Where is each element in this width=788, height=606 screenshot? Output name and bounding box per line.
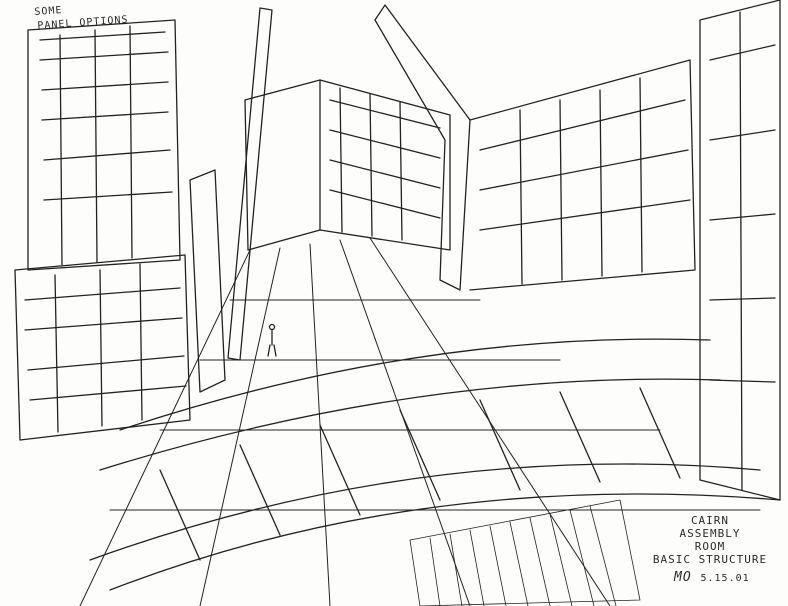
- title-caption: CAIRN ASSEMBLY ROOM BASIC STRUCTURE: [650, 514, 770, 566]
- caption-line-1: CAIRN: [690, 514, 730, 527]
- signature-name: Mo: [674, 570, 692, 585]
- central-pillars: [189, 4, 471, 393]
- curved-walkway: [89, 338, 781, 591]
- artist-signature: Mo 5.15.01: [674, 570, 774, 585]
- floor-grate: [409, 499, 641, 606]
- caption-line-2: ASSEMBLY: [679, 527, 741, 540]
- figure: [267, 323, 277, 357]
- signature-date: 5.15.01: [700, 573, 750, 584]
- caption-line-4: BASIC STRUCTURE: [652, 553, 768, 566]
- note-line-1: SOME: [34, 5, 63, 18]
- right-wall: [699, 0, 781, 501]
- back-wall: [244, 59, 696, 291]
- caption-line-3: ROOM: [694, 540, 726, 553]
- left-wall: [14, 19, 191, 441]
